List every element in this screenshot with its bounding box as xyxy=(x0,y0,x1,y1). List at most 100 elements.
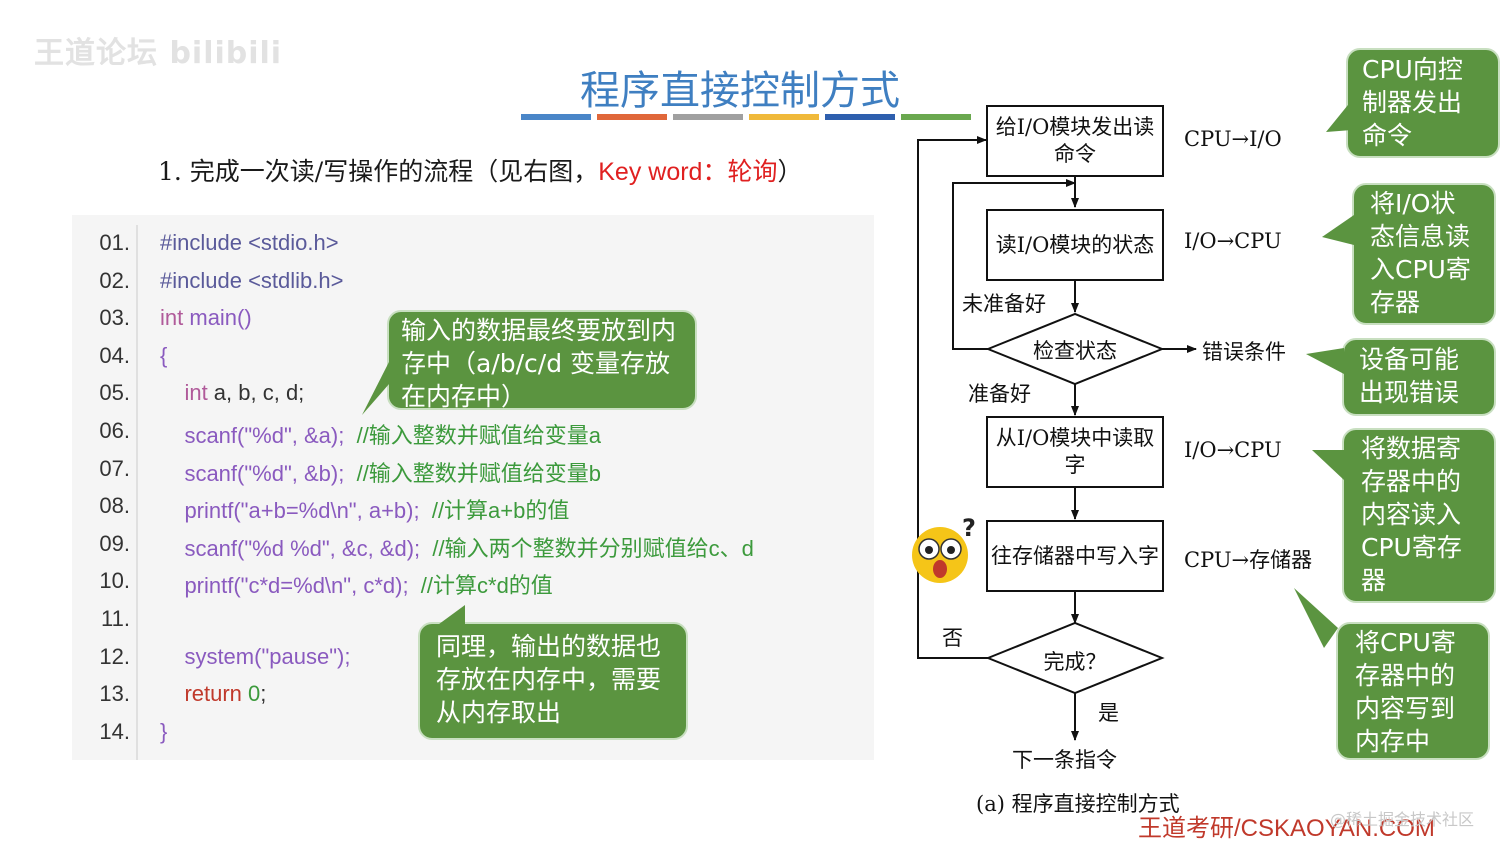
flow-label-not-ready: 未准备好 xyxy=(962,292,1046,316)
line-number: 03. xyxy=(99,305,130,331)
code-text: #include <stdlib.h> xyxy=(160,268,343,294)
line-number: 04. xyxy=(99,342,130,368)
flow-box-write-memory: 往存储器中写入字 xyxy=(986,520,1164,592)
code-line: 04. { xyxy=(72,343,872,380)
code-line: 12. system("pause"); xyxy=(72,644,872,681)
code-line: 10. printf("c*d=%d\n", c*d); //计算c*d的值 xyxy=(72,568,872,605)
flow-dir-cpu-io: CPU→I/O xyxy=(1184,127,1282,151)
callout-device-error-tail xyxy=(1306,348,1344,374)
footer-watermark: @稀土掘金技术社区 xyxy=(1330,810,1475,829)
line-number: 05. xyxy=(99,380,130,406)
flow-label-next-instruction: 下一条指令 xyxy=(1012,748,1117,772)
code-text: int main() xyxy=(160,305,252,331)
flow-box-send-read-text: 给I/O模块发出读命令 xyxy=(995,115,1155,166)
code-token: #include <stdlib.h> xyxy=(160,267,344,293)
title-bar-6 xyxy=(901,114,971,120)
code-text: printf("a+b=%d\n", a+b); //计算a+b的值 xyxy=(160,493,569,525)
line-number: 10. xyxy=(99,568,130,594)
callout-write-memory-text: 将CPU寄存器中的内容写到内存中 xyxy=(1355,628,1456,756)
line-number: 14. xyxy=(99,718,130,744)
section-heading: 1. 完成一次读/写操作的流程（见右图，Key word：轮询） xyxy=(158,152,802,188)
line-number: 12. xyxy=(99,643,130,669)
flow-box-send-read: 给I/O模块发出读命令 xyxy=(986,105,1164,177)
title-bar-5 xyxy=(825,114,895,120)
line-number-divider xyxy=(136,225,138,760)
code-token: scanf("%d", &b); xyxy=(160,460,345,486)
flow-dir-io-cpu-1: I/O→CPU xyxy=(1184,229,1282,253)
flow-label-ready: 准备好 xyxy=(968,382,1031,406)
slide-title: 程序直接控制方式 xyxy=(580,68,900,114)
code-line: 05. int a, b, c, d; xyxy=(72,380,872,417)
code-line: 06. scanf("%d", &a); //输入整数并赋值给变量a xyxy=(72,418,872,455)
flow-box-read-status-text: 读I/O模块的状态 xyxy=(995,232,1155,257)
callout-read-data: 将数据寄存器中的内容读入CPU寄存器 xyxy=(1342,428,1496,603)
callout-cpu-command-tail xyxy=(1326,100,1352,132)
code-token: #include <stdio.h> xyxy=(160,230,339,255)
footer-brand: 王道考研/CSKAOYAN.COM xyxy=(1138,815,1435,842)
line-number: 13. xyxy=(99,681,130,707)
code-token: int xyxy=(160,305,184,331)
code-text: int a, b, c, d; xyxy=(160,380,304,406)
heading-suffix: ） xyxy=(777,157,803,186)
line-number: 09. xyxy=(99,530,130,556)
line-number: 07. xyxy=(99,455,130,481)
flow-dir-io-cpu-2: I/O→CPU xyxy=(1184,438,1282,462)
code-text: printf("c*d=%d\n", c*d); //计算c*d的值 xyxy=(160,568,553,600)
code-token: //计算c*d的值 xyxy=(408,573,553,599)
line-number: 01. xyxy=(99,230,130,255)
callout-cpu-command: CPU向控制器发出命令 xyxy=(1346,48,1500,158)
code-text: { xyxy=(160,343,167,369)
code-token: //计算a+b的值 xyxy=(419,498,570,524)
code-token: scanf("%d", &a); xyxy=(160,423,345,448)
callout-output-tail xyxy=(435,605,465,627)
code-line: 01. #include <stdio.h> xyxy=(72,230,872,267)
title-bar-3 xyxy=(673,114,743,120)
code-token: 0 xyxy=(241,681,261,707)
heading-prefix: 1. 完成一次读/写操作的流程（见右图， xyxy=(158,157,599,186)
code-token: a, b, c, d; xyxy=(207,380,305,406)
flow-diamond-check-status xyxy=(986,312,1165,386)
code-line: 02. #include <stdlib.h> xyxy=(72,268,872,305)
code-line: 07. scanf("%d", &b); //输入整数并赋值给变量b xyxy=(72,456,872,493)
line-number: 02. xyxy=(99,267,130,293)
title-bar-1 xyxy=(521,114,591,120)
callout-input-text: 输入的数据最终要放到内存中（a/b/c/d 变量存放在内存中） xyxy=(401,316,677,411)
code-text: #include <stdio.h> xyxy=(160,230,339,256)
code-token: int xyxy=(160,380,208,406)
code-token: printf("a+b=%d\n", a+b); xyxy=(160,498,420,524)
callout-read-status-text: 将I/O状态信息读入CPU寄存器 xyxy=(1370,189,1471,317)
callout-output-text: 同理，输出的数据也存放在内存中，需要从内存取出 xyxy=(436,632,662,727)
flow-dir-cpu-memory: CPU→存储器 xyxy=(1184,548,1313,572)
flow-box-read-status: 读I/O模块的状态 xyxy=(986,209,1164,281)
flow-diamond-check-status-text: 检查状态 xyxy=(1033,339,1117,363)
code-token: { xyxy=(160,342,168,368)
code-token: scanf("%d %d", &c, &d); xyxy=(160,535,421,561)
code-text: scanf("%d", &a); //输入整数并赋值给变量a xyxy=(160,418,601,450)
code-line: 13. return 0; xyxy=(72,681,872,718)
line-number: 08. xyxy=(99,493,130,519)
code-token: //输入整数并赋值给变量b xyxy=(344,460,602,486)
flow-box-read-word-text: 从I/O模块中读取字 xyxy=(995,426,1155,477)
code-token: main() xyxy=(183,305,252,331)
code-token: system("pause"); xyxy=(160,643,351,669)
flow-box-write-memory-text: 往存储器中写入字 xyxy=(991,543,1159,568)
surprised-face-icon xyxy=(912,527,968,583)
flow-label-yes: 是 xyxy=(1098,701,1119,725)
flow-box-read-word: 从I/O模块中读取字 xyxy=(986,416,1164,488)
callout-device-error-text: 设备可能出现错误 xyxy=(1359,345,1460,407)
callout-read-status: 将I/O状态信息读入CPU寄存器 xyxy=(1352,183,1496,325)
line-number: 06. xyxy=(99,418,130,443)
code-text: scanf("%d %d", &c, &d); //输入两个整数并分别赋值给c、… xyxy=(160,531,753,563)
code-line: 14.} xyxy=(72,719,872,756)
question-mark-icon: ? xyxy=(962,514,976,542)
code-text: scanf("%d", &b); //输入整数并赋值给变量b xyxy=(160,456,601,488)
callout-write-memory: 将CPU寄存器中的内容写到内存中 xyxy=(1336,622,1490,760)
flowchart-caption: (a) 程序直接控制方式 xyxy=(976,792,1180,816)
heading-keyword: Key word：轮询 xyxy=(598,158,778,186)
callout-output-memory: 同理，输出的数据也存放在内存中，需要从内存取出 xyxy=(418,622,688,740)
code-line: 03. int main() xyxy=(72,305,872,342)
flow-label-error: 错误条件 xyxy=(1202,340,1286,364)
code-text: return 0; xyxy=(160,681,266,707)
flow-diamond-done xyxy=(986,621,1165,695)
